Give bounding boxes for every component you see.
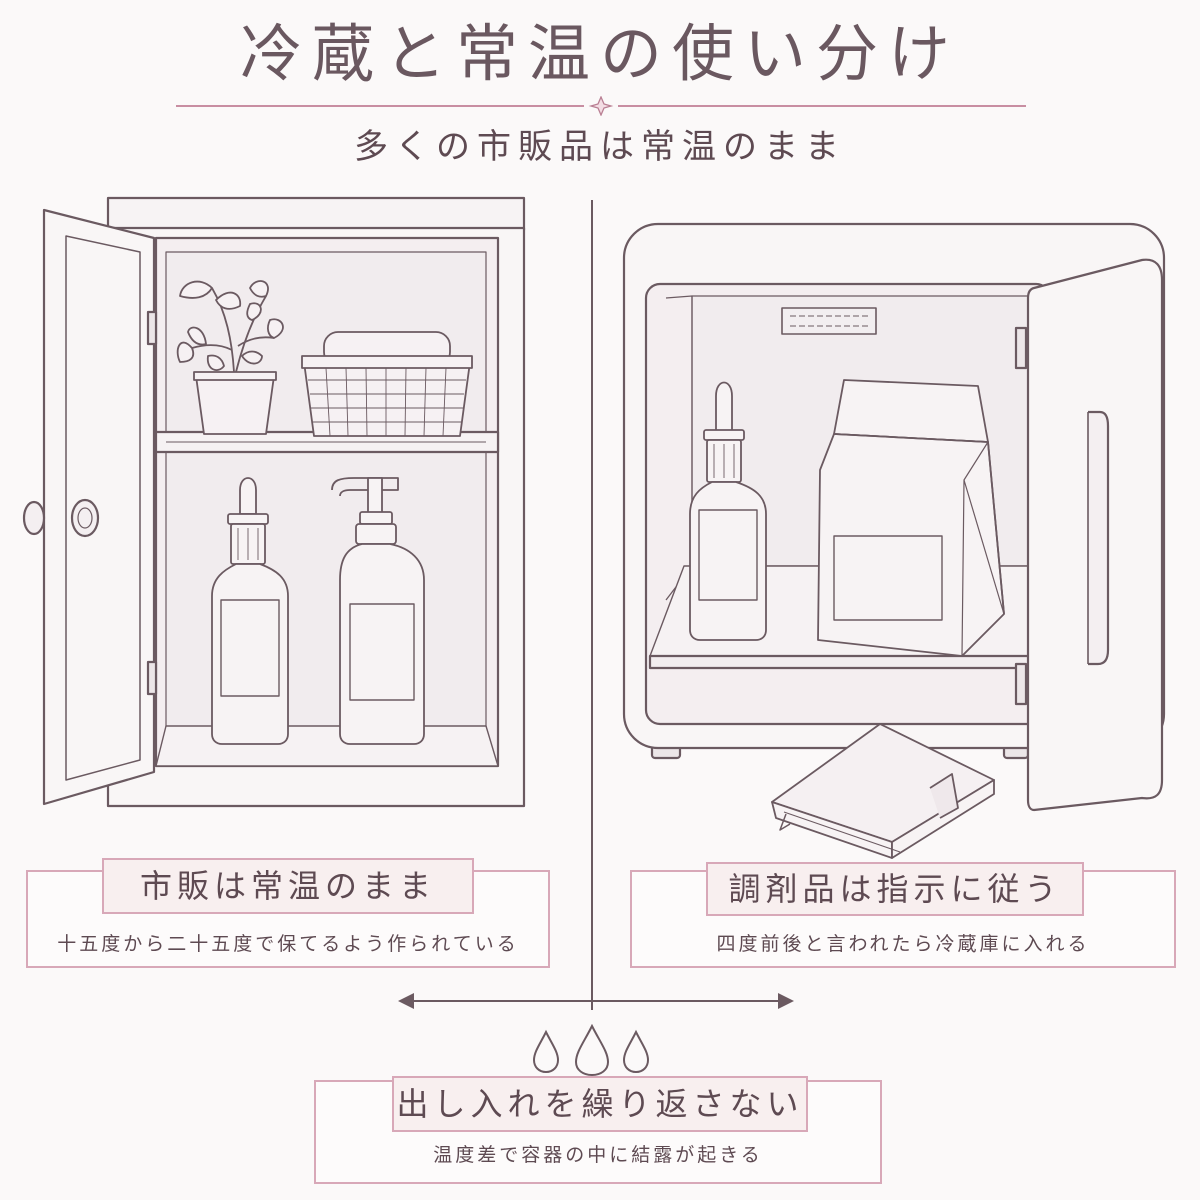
water-drop-icon xyxy=(532,1029,560,1074)
water-drops xyxy=(532,1024,650,1076)
basket-icon xyxy=(301,331,473,437)
title-divider xyxy=(176,96,1026,116)
no-repeated-transfer-body: 温度差で容器の中に結露が起きる xyxy=(433,1144,763,1166)
no-repeated-transfer-heading: 出し入れを繰り返さない xyxy=(392,1076,808,1132)
page-subtitle: 多くの市販品は常温のまま xyxy=(354,127,846,167)
page-title: 冷蔵と常温の使い分け xyxy=(239,17,960,90)
no-repeated-transfer-card: 出し入れを繰り返さない 温度差で容器の中に結露が起きる xyxy=(314,1076,882,1184)
room-temperature-body: 十五度から二十五度で保てるよう作られている xyxy=(57,933,519,955)
prescription-body: 四度前後と言われたら冷蔵庫に入れる xyxy=(716,933,1090,955)
paper-bag-icon xyxy=(817,379,1005,657)
dropper-bottle-icon xyxy=(689,381,767,641)
water-drop-icon xyxy=(622,1029,650,1074)
room-temperature-heading: 市販は常温のまま xyxy=(102,858,474,914)
sparkle-icon xyxy=(588,96,614,116)
water-drop-icon xyxy=(574,1024,610,1076)
prescription-heading: 調剤品は指示に従う xyxy=(706,862,1084,916)
plant-icon xyxy=(176,280,284,435)
pump-bottle-icon xyxy=(331,477,425,745)
dropper-bottle-icon xyxy=(211,477,289,745)
double-arrow-icon xyxy=(398,993,794,1009)
book-icon xyxy=(771,723,995,859)
room-temperature-cabinet xyxy=(22,196,526,808)
prescription-card: 調剤品は指示に従う 四度前後と言われたら冷蔵庫に入れる xyxy=(630,862,1176,968)
room-temperature-card: 市販は常温のまま 十五度から二十五度で保てるよう作られている xyxy=(26,858,550,968)
